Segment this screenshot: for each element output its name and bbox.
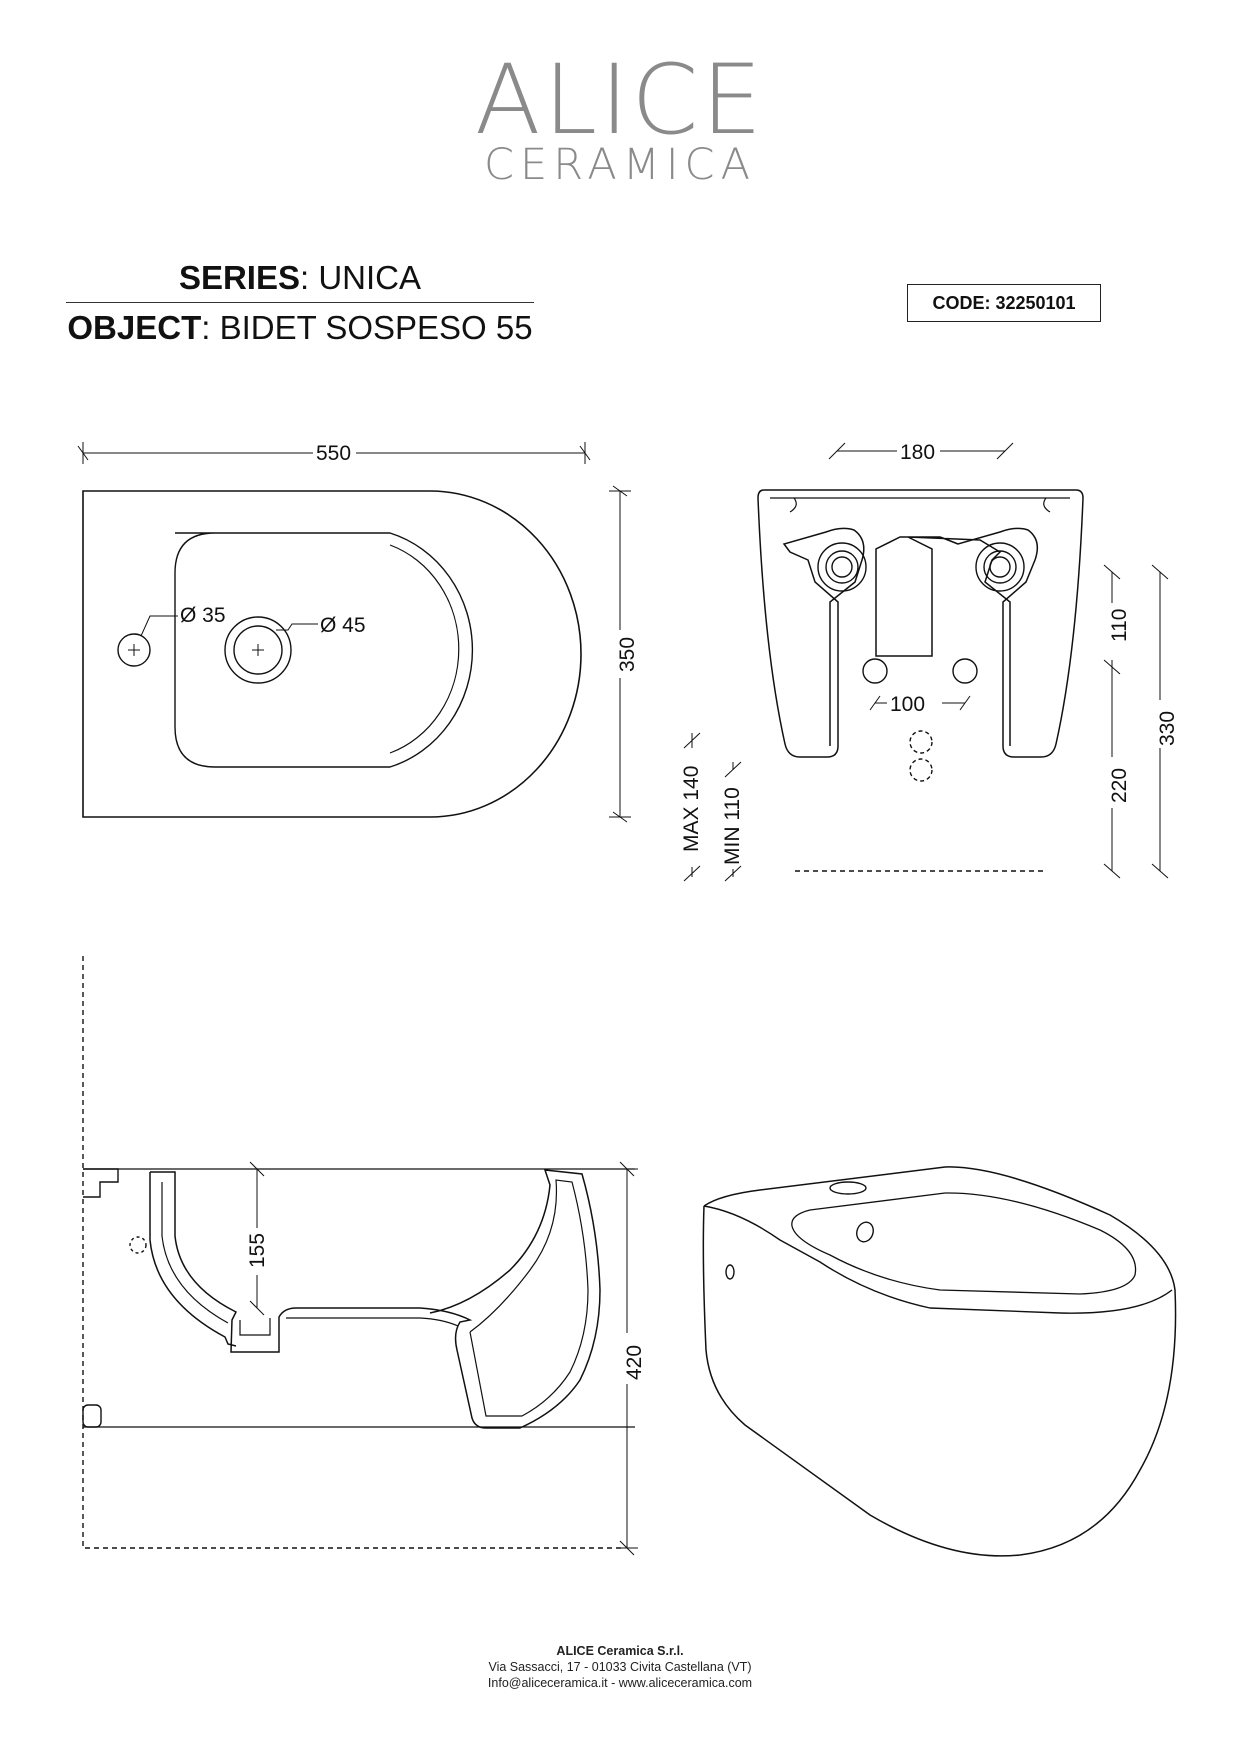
front-view-outline [757, 489, 1084, 758]
dim-side-height: 420 [623, 1345, 646, 1380]
tap-hole-large [224, 616, 292, 684]
dim-hole-large: Ø 45 [320, 614, 366, 637]
series-value: UNICA [318, 259, 422, 296]
perspective-view [702, 1166, 1177, 1557]
perspective-outline [702, 1166, 1177, 1557]
dim-top-width: 550 [316, 442, 351, 465]
tap-hole-small [117, 633, 151, 667]
front-bolt-right [975, 542, 1025, 592]
dim-hole-small: Ø 35 [180, 604, 226, 627]
top-view: Ø 35 Ø 45 550 350 [77, 442, 639, 823]
object-line: OBJECT: BIDET SOSPESO 55 [67, 309, 533, 346]
series-line: SERIES: UNICA [178, 259, 422, 296]
dim-drain-max: MAX 140 [680, 766, 703, 852]
dim-bowl-depth: 155 [246, 1233, 269, 1268]
object-value: BIDET SOSPESO 55 [219, 309, 533, 346]
dim-front-width: 180 [900, 441, 935, 464]
dim-front-lower: 220 [1108, 768, 1131, 803]
dim-bolt-spacing: 100 [890, 693, 925, 716]
top-view-basin [174, 532, 474, 768]
footer-contacts: Info@aliceceramica.it - www.aliceceramic… [487, 1676, 753, 1690]
brand-logo-main: ALICE [474, 44, 766, 156]
brand-logo-sub: CERAMICA [484, 140, 756, 190]
perspective-basin [791, 1192, 1137, 1295]
side-section: 155 420 [82, 956, 646, 1556]
series-label: SERIES [178, 259, 300, 296]
front-bolt-left [817, 542, 867, 592]
side-bowl-shell [150, 1169, 601, 1429]
footer-company: ALICE Ceramica S.r.l. [556, 1644, 684, 1658]
footer-address: Via Sassacci, 17 - 01033 Civita Castella… [488, 1660, 752, 1674]
top-view-outline [82, 490, 582, 818]
dim-front-upper: 110 [1108, 609, 1131, 642]
dim-drain-min: MIN 110 [721, 787, 744, 865]
dim-front-total: 330 [1156, 711, 1179, 746]
front-view: 180 100 110 220 330 MAX 140 MIN 110 [680, 441, 1179, 882]
object-label: OBJECT [67, 309, 202, 346]
product-code-box: CODE: 32250101 [907, 284, 1101, 322]
title-divider [66, 302, 534, 303]
dim-top-depth: 350 [616, 637, 639, 672]
